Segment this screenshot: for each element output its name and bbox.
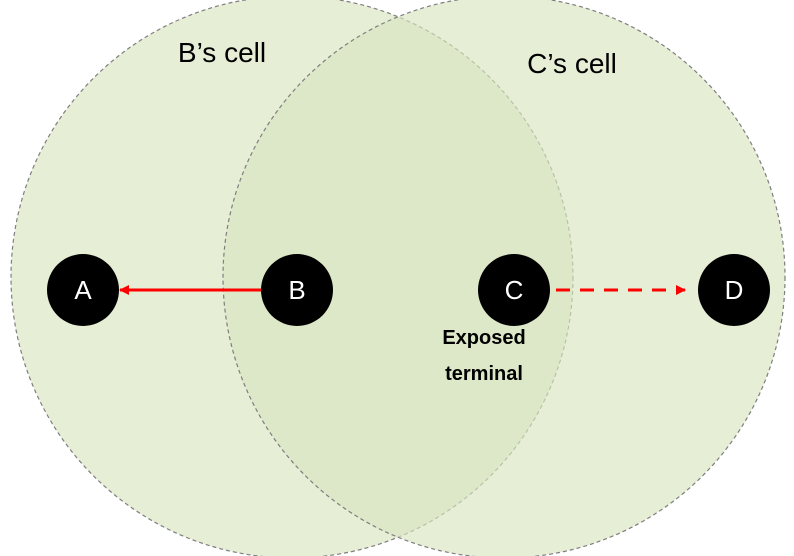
node-c: C	[478, 254, 550, 326]
exposed-terminal-label-line1: Exposed	[442, 327, 525, 349]
node-b: B	[261, 254, 333, 326]
c-cell-label: C’s cell	[527, 48, 617, 79]
exposed-terminal-label-line2: terminal	[445, 363, 523, 385]
node-a-label: A	[74, 275, 92, 305]
b-cell-label: B’s cell	[178, 37, 266, 68]
node-d: D	[698, 254, 770, 326]
node-c-label: C	[505, 275, 524, 305]
node-a: A	[47, 254, 119, 326]
node-b-label: B	[288, 275, 305, 305]
node-d-label: D	[725, 275, 744, 305]
